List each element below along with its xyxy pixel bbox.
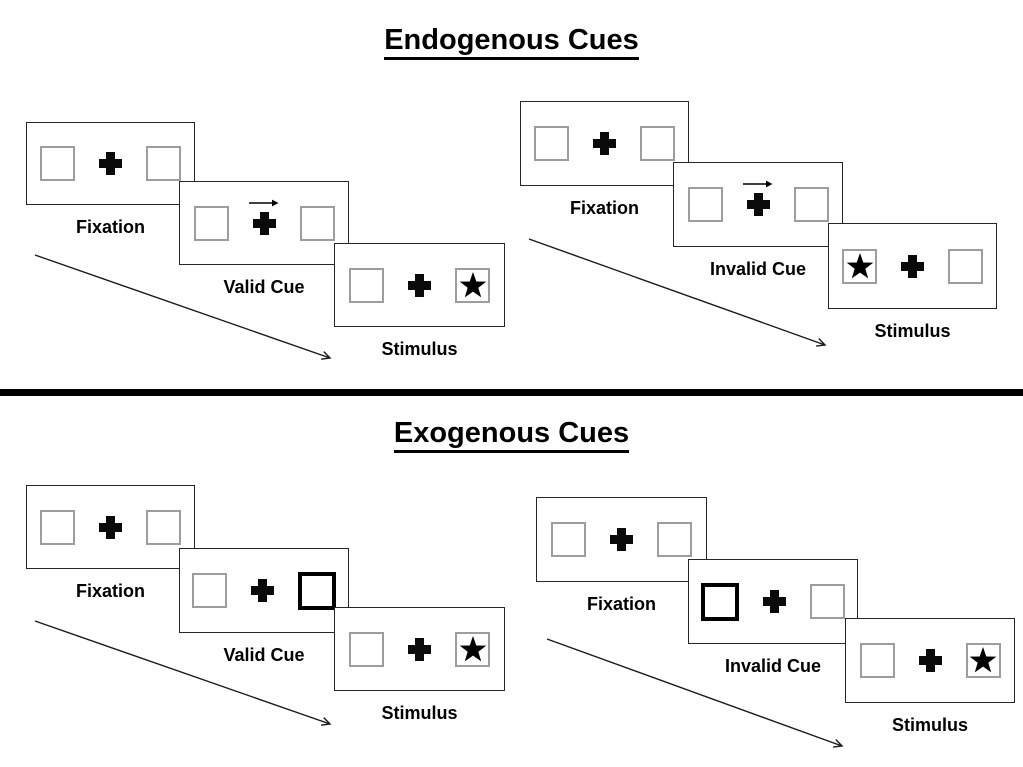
right-target-box <box>455 267 490 303</box>
panel-label: Stimulus <box>874 321 951 341</box>
right-placeholder-box <box>657 522 692 557</box>
left-cue-highlight-box <box>701 582 739 621</box>
fixation-cross-icon <box>251 579 274 602</box>
fixation-cross-icon <box>99 515 122 539</box>
fixation-cross-icon <box>252 211 276 235</box>
right-placeholder-box <box>299 205 335 241</box>
right-placeholder-box <box>948 248 983 284</box>
fixation-cross-icon <box>610 528 633 551</box>
panel-label: Stimulus <box>381 703 458 723</box>
section-divider <box>0 389 1023 396</box>
left-placeholder-box <box>40 146 75 181</box>
cue-arrow-icon <box>743 179 773 189</box>
right-placeholder-box <box>146 509 181 545</box>
left-placeholder-box <box>859 643 895 678</box>
left-placeholder-box <box>192 573 227 608</box>
stimulus-panel <box>828 223 997 309</box>
fixation-cross-icon <box>593 132 616 155</box>
timeline-arrow <box>528 238 825 345</box>
fixation-cross-icon <box>918 649 942 672</box>
fixation-panel <box>26 122 195 205</box>
left-placeholder-box <box>349 267 384 303</box>
panel-label: Stimulus <box>891 715 968 735</box>
right-cue-highlight-box <box>298 571 336 610</box>
fixation-cross-icon <box>408 273 431 297</box>
stimulus-panel <box>334 607 505 691</box>
left-target-box <box>842 248 877 284</box>
fixation-panel <box>536 497 707 582</box>
fixation-cross-icon <box>901 254 924 278</box>
invalid-cue-panel <box>673 162 843 247</box>
cue-arrow-icon <box>249 198 279 208</box>
fixation-panel <box>26 485 195 569</box>
left-placeholder-box <box>193 205 229 241</box>
right-target-box <box>965 643 1001 678</box>
section-title-exogenous: Exogenous Cues <box>0 417 1023 453</box>
stimulus-panel <box>845 618 1015 703</box>
stimulus-panel <box>334 243 505 327</box>
panel-label: Fixation <box>586 594 656 614</box>
section-title-endogenous: Endogenous Cues <box>0 24 1023 60</box>
valid-cue-panel <box>179 548 349 633</box>
left-placeholder-box <box>349 631 384 667</box>
star-icon <box>969 647 997 673</box>
panel-label: Fixation <box>75 217 145 237</box>
timeline-arrow <box>34 620 330 724</box>
left-placeholder-box <box>40 509 75 545</box>
star-icon <box>846 252 873 278</box>
right-target-box <box>455 631 490 667</box>
panel-label: Invalid Cue <box>709 259 807 279</box>
star-icon <box>459 635 486 661</box>
panel-label: Valid Cue <box>223 277 305 297</box>
right-placeholder-box <box>146 146 181 181</box>
fixation-cross-icon <box>763 590 786 613</box>
right-placeholder-box <box>640 126 675 161</box>
panel-label: Fixation <box>75 581 145 601</box>
left-placeholder-box <box>687 187 723 222</box>
left-placeholder-box <box>551 522 586 557</box>
panel-label: Invalid Cue <box>724 656 822 676</box>
star-icon <box>459 271 486 297</box>
panel-label: Fixation <box>569 198 639 218</box>
panel-label: Valid Cue <box>223 645 305 665</box>
timeline-arrow <box>34 254 330 358</box>
panel-label: Stimulus <box>381 339 458 359</box>
left-placeholder-box <box>534 126 569 161</box>
fixation-panel <box>520 101 689 186</box>
fixation-cross-icon <box>746 193 770 216</box>
right-placeholder-box <box>793 187 829 222</box>
right-placeholder-box <box>810 584 845 619</box>
fixation-cross-icon <box>99 152 122 175</box>
invalid-cue-panel <box>688 559 858 644</box>
fixation-cross-icon <box>408 637 431 661</box>
valid-cue-panel <box>179 181 349 265</box>
